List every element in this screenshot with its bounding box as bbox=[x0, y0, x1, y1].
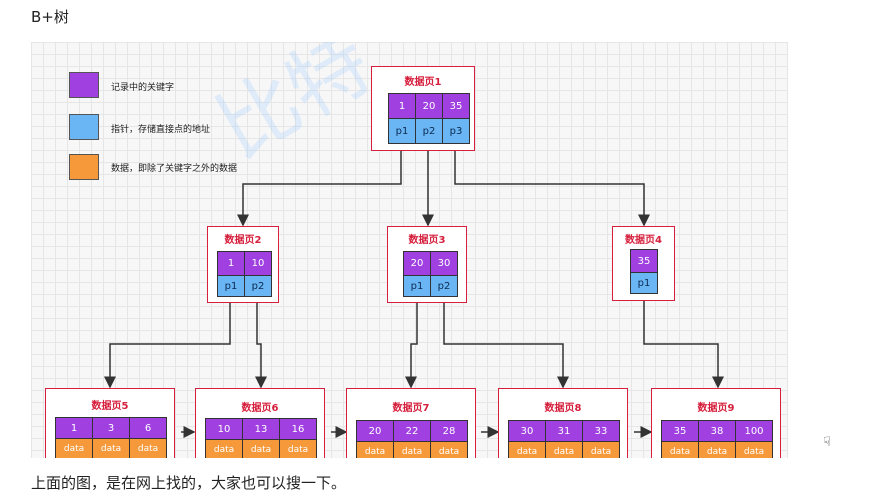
legend-swatch-pointer bbox=[69, 114, 99, 140]
key-cell: 33 bbox=[582, 420, 620, 442]
pointer-cell: p3 bbox=[442, 118, 470, 144]
key-cell: 30 bbox=[508, 420, 546, 442]
legend-swatch-key bbox=[69, 72, 99, 98]
data-cell: data bbox=[356, 441, 394, 458]
data-page-7: 数据页7 20 22 28 data data data bbox=[346, 388, 476, 458]
key-cell: 20 bbox=[356, 420, 394, 442]
data-cell: data bbox=[92, 438, 130, 458]
key-cell: 10 bbox=[205, 418, 243, 440]
data-cell: data bbox=[279, 439, 317, 458]
page-title: 数据页2 bbox=[224, 235, 262, 246]
arrow-page3-p2-to-page8 bbox=[443, 297, 569, 389]
data-cell: data bbox=[129, 438, 167, 458]
key-cell: 22 bbox=[393, 420, 431, 442]
key-cell: 20 bbox=[403, 251, 431, 276]
key-cell: 6 bbox=[129, 417, 167, 439]
page-title: 数据页3 bbox=[408, 235, 446, 246]
arrow-page4-p1-to-page9 bbox=[643, 296, 724, 389]
page-title: 数据页9 bbox=[697, 403, 735, 414]
key-cell: 3 bbox=[92, 417, 130, 439]
data-cell: data bbox=[205, 439, 243, 458]
pointer-cell: p1 bbox=[630, 272, 658, 294]
data-page-5: 数据页5 1 3 6 data data data bbox=[45, 388, 175, 458]
pointer-cell: p1 bbox=[403, 275, 431, 297]
data-page-2: 数据页2 1 10 p1 p2 bbox=[207, 226, 279, 303]
key-cell: 35 bbox=[630, 249, 658, 273]
data-cell: data bbox=[698, 441, 736, 458]
arrow-page3-p1-to-page7 bbox=[405, 297, 418, 389]
key-cell: 20 bbox=[415, 93, 443, 119]
page-title: 数据页6 bbox=[241, 403, 279, 414]
key-cell: 1 bbox=[217, 251, 245, 276]
data-cell: data bbox=[430, 441, 468, 458]
data-cell: data bbox=[545, 441, 583, 458]
page-title: 数据页4 bbox=[625, 235, 662, 246]
key-cell: 35 bbox=[442, 93, 470, 119]
data-page-3: 数据页3 20 30 p1 p2 bbox=[387, 226, 467, 303]
key-cell: 38 bbox=[698, 420, 736, 442]
data-page-1: 数据页1 1 20 35 p1 p2 p3 bbox=[371, 66, 475, 151]
page-title: 数据页5 bbox=[91, 401, 129, 412]
key-cell: 16 bbox=[279, 418, 317, 440]
arrow-p3-to-page4 bbox=[454, 146, 650, 227]
arrow-p1-to-page2 bbox=[237, 146, 402, 227]
page-title: 数据页8 bbox=[544, 403, 582, 414]
key-cell: 1 bbox=[55, 417, 93, 439]
legend-label-data: 数据，即除了关键字之外的数据 bbox=[111, 164, 238, 174]
data-page-9: 数据页9 35 38 100 data data data bbox=[651, 388, 781, 458]
btree-diagram: 比特 记录中的关键字 指针，存储直接点的地址 数据，即除了关键字之外的数据 bbox=[31, 42, 788, 458]
key-cell: 31 bbox=[545, 420, 583, 442]
key-cell: 13 bbox=[242, 418, 280, 440]
data-cell: data bbox=[661, 441, 699, 458]
arrow-page2-p1-to-page5 bbox=[104, 297, 231, 389]
key-cell: 1 bbox=[388, 93, 416, 119]
data-cell: data bbox=[582, 441, 620, 458]
arrow-page2-p2-to-page6 bbox=[255, 297, 267, 389]
data-page-4: 数据页4 35 p1 bbox=[612, 226, 675, 301]
page-title: 数据页7 bbox=[392, 403, 430, 414]
data-cell: data bbox=[735, 441, 773, 458]
data-page-6: 数据页6 10 13 16 data data data bbox=[195, 388, 325, 458]
heading: B+树 bbox=[31, 8, 69, 26]
data-cell: data bbox=[242, 439, 280, 458]
pointer-cell: p1 bbox=[217, 275, 245, 297]
key-cell: 35 bbox=[661, 420, 699, 442]
pointer-cell: p2 bbox=[415, 118, 443, 144]
pointer-cell: p1 bbox=[388, 118, 416, 144]
caption: 上面的图，是在网上找的，大家也可以搜一下。 bbox=[31, 474, 347, 492]
key-cell: 100 bbox=[735, 420, 773, 442]
data-cell: data bbox=[393, 441, 431, 458]
legend-label-pointer: 指针，存储直接点的地址 bbox=[111, 125, 211, 135]
data-cell: data bbox=[55, 438, 93, 458]
page-title: 数据页1 bbox=[404, 77, 442, 88]
key-cell: 30 bbox=[430, 251, 458, 276]
data-page-8: 数据页8 30 31 33 data data data bbox=[498, 388, 628, 458]
connector-layer bbox=[104, 146, 724, 438]
hand-cursor-icon: ☟ bbox=[823, 435, 831, 450]
pointer-cell: p2 bbox=[430, 275, 458, 297]
legend-label-key: 记录中的关键字 bbox=[111, 83, 175, 93]
pointer-cell: p2 bbox=[244, 275, 272, 297]
key-cell: 10 bbox=[244, 251, 272, 276]
legend-swatch-data bbox=[69, 154, 99, 180]
data-cell: data bbox=[508, 441, 546, 458]
key-cell: 28 bbox=[430, 420, 468, 442]
